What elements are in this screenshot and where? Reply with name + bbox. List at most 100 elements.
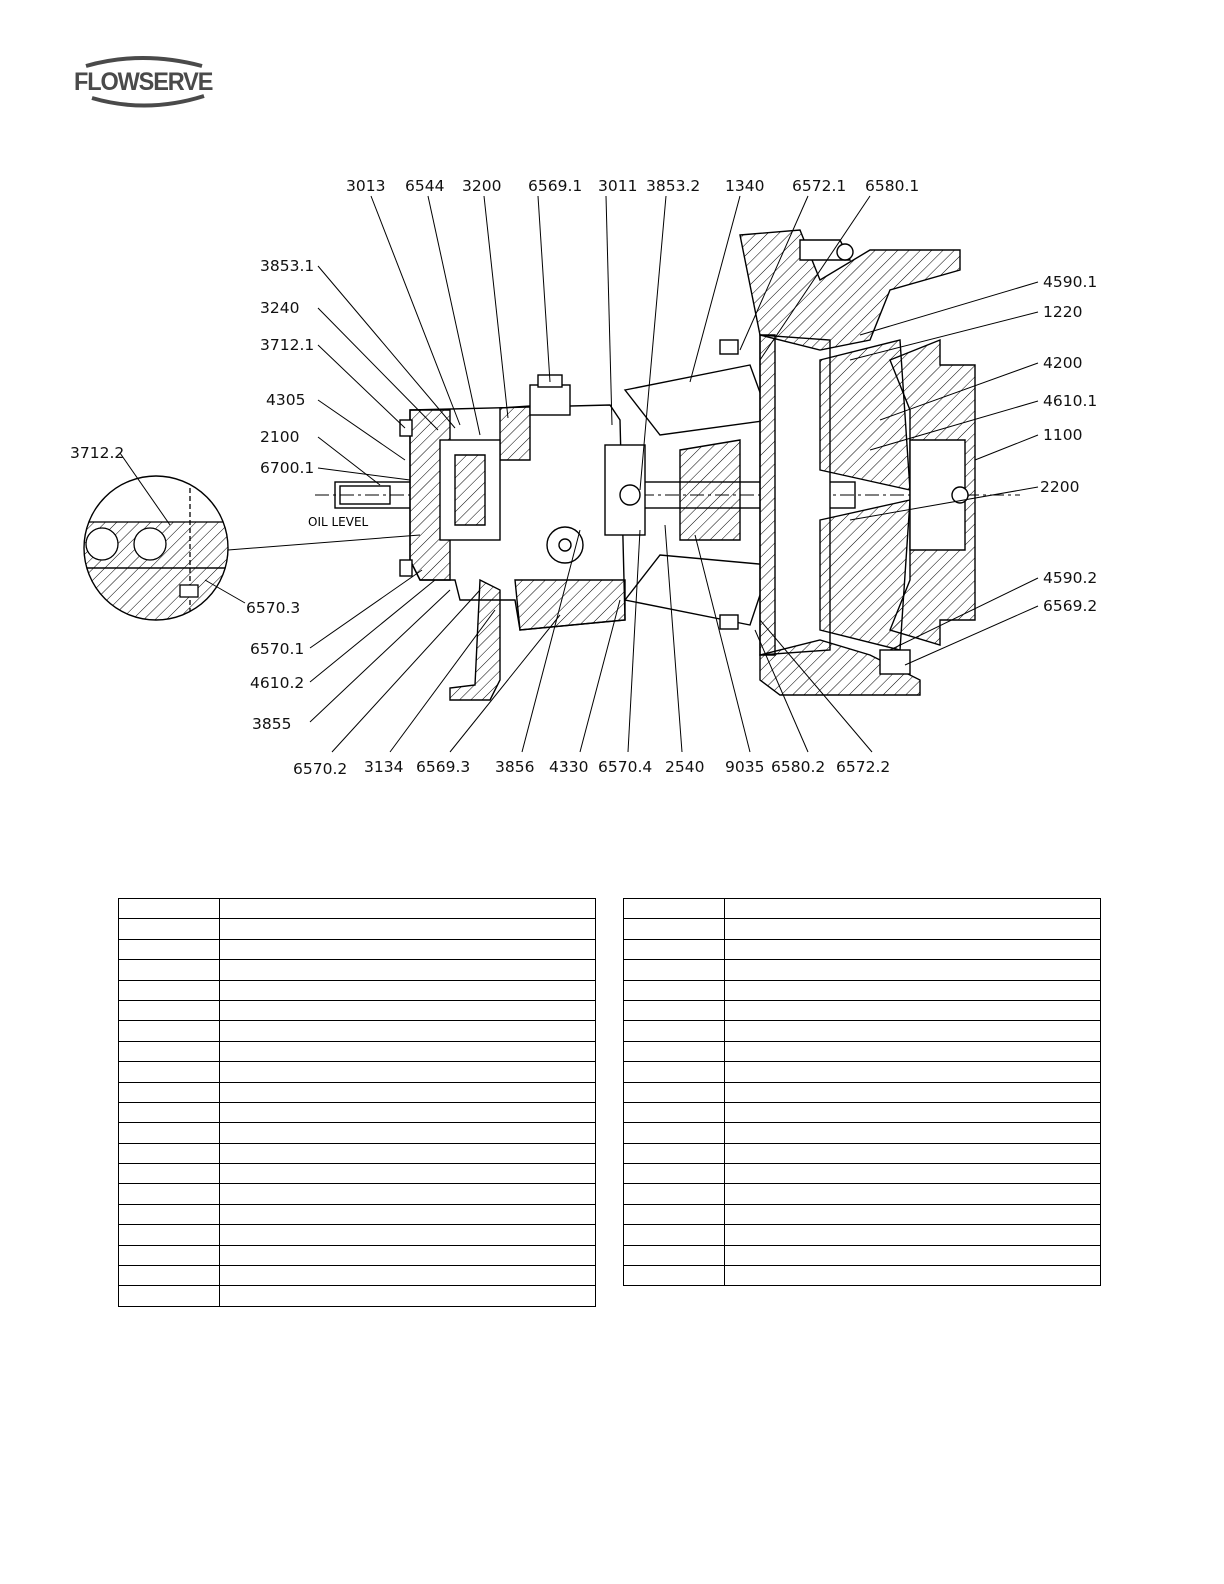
part-description-cell	[724, 1224, 1101, 1246]
part-number-cell	[623, 1203, 725, 1226]
callout: 3856	[495, 758, 534, 776]
leader-lines	[119, 195, 1039, 753]
oil-level-label: OIL LEVEL	[308, 515, 369, 529]
callout: 6544	[405, 177, 444, 195]
part-description-cell	[219, 1101, 596, 1124]
part-number-cell	[623, 1081, 725, 1103]
callout: 4590.2	[1043, 569, 1097, 587]
callout: 3011	[598, 177, 637, 195]
part-description-cell	[219, 1244, 596, 1267]
part-description-cell	[724, 999, 1101, 1022]
callout: 3853.2	[646, 177, 700, 195]
pump-sectional-drawing: 3013 6544 3200 6569.1 3011 3853.2 1340 6…	[60, 160, 1140, 800]
table-row	[118, 1061, 596, 1083]
part-number-cell	[118, 1061, 220, 1083]
part-description-cell	[724, 1244, 1101, 1267]
callout: 3013	[346, 177, 385, 195]
callout: 6570.3	[246, 599, 300, 617]
part-description-cell	[724, 1142, 1101, 1165]
part-description-cell	[219, 1040, 596, 1063]
part-description-cell	[724, 979, 1101, 1001]
part-description-cell	[724, 1061, 1101, 1083]
part-number-cell	[623, 1244, 725, 1267]
table-row	[118, 999, 596, 1022]
part-number-cell	[118, 938, 220, 961]
table-row	[623, 1142, 1101, 1165]
part-description-cell	[219, 1061, 596, 1083]
callout: 3200	[462, 177, 501, 195]
part-number-cell	[118, 959, 220, 981]
part-description-cell	[724, 1020, 1101, 1042]
table-row	[118, 1203, 596, 1226]
table-row	[118, 979, 596, 1001]
callout: 6572.1	[792, 177, 846, 195]
table-row	[118, 1020, 596, 1042]
table-row	[118, 1163, 596, 1185]
part-description-cell	[219, 1203, 596, 1226]
callout-labels: 3013 6544 3200 6569.1 3011 3853.2 1340 6…	[70, 177, 1097, 778]
callout: 4200	[1043, 354, 1082, 372]
table-row	[623, 1040, 1101, 1063]
part-number-cell	[118, 1040, 220, 1063]
parts-table-left	[118, 897, 596, 1307]
parts-table-right	[623, 897, 1101, 1287]
part-description-cell	[219, 1163, 596, 1185]
part-description-cell	[219, 1224, 596, 1246]
part-number-cell	[118, 897, 220, 920]
table-row	[118, 1285, 596, 1307]
part-number-cell	[623, 999, 725, 1022]
part-number-cell	[623, 1040, 725, 1063]
logo-swoosh-icon	[85, 56, 205, 108]
callout: 3855	[252, 715, 291, 733]
callout: 6569.2	[1043, 597, 1097, 615]
table-row	[623, 959, 1101, 981]
table-row	[623, 1122, 1101, 1144]
callout: 1340	[725, 177, 764, 195]
part-number-cell	[118, 1020, 220, 1042]
table-row	[118, 1122, 596, 1144]
callout: 3240	[260, 299, 299, 317]
table-row	[623, 897, 1101, 920]
table-row	[623, 1081, 1101, 1103]
table-row	[118, 918, 596, 940]
flowserve-logo: FLOWSERVE	[72, 52, 222, 112]
callout: 3712.1	[260, 336, 314, 354]
part-description-cell	[219, 1285, 596, 1307]
table-row	[623, 979, 1101, 1001]
callout: 4305	[266, 391, 305, 409]
callout: 9035	[725, 758, 764, 776]
part-number-cell	[623, 1122, 725, 1144]
part-description-cell	[724, 1163, 1101, 1185]
table-row	[118, 1081, 596, 1103]
table-row	[118, 938, 596, 961]
part-number-cell	[118, 1122, 220, 1144]
part-number-cell	[623, 1163, 725, 1185]
part-number-cell	[623, 897, 725, 920]
part-description-cell	[219, 999, 596, 1022]
table-row	[623, 918, 1101, 940]
part-number-cell	[623, 918, 725, 940]
part-description-cell	[724, 1040, 1101, 1063]
part-number-cell	[623, 938, 725, 961]
table-row	[118, 1040, 596, 1063]
part-description-cell	[219, 1122, 596, 1144]
table-row	[623, 1203, 1101, 1226]
table-row	[118, 1101, 596, 1124]
callout: 3853.1	[260, 257, 314, 275]
part-description-cell	[724, 1081, 1101, 1103]
part-description-cell	[219, 1020, 596, 1042]
table-row	[623, 1224, 1101, 1246]
table-row	[623, 1061, 1101, 1083]
part-number-cell	[623, 1183, 725, 1205]
part-number-cell	[118, 1265, 220, 1287]
part-number-cell	[623, 1224, 725, 1246]
part-number-cell	[623, 1020, 725, 1042]
callout: 4610.1	[1043, 392, 1097, 410]
part-number-cell	[118, 1244, 220, 1267]
callout: 2100	[260, 428, 299, 446]
part-number-cell	[118, 1203, 220, 1226]
part-number-cell	[623, 1265, 725, 1287]
part-description-cell	[219, 918, 596, 940]
table-row	[623, 1101, 1101, 1124]
table-row	[118, 1265, 596, 1287]
